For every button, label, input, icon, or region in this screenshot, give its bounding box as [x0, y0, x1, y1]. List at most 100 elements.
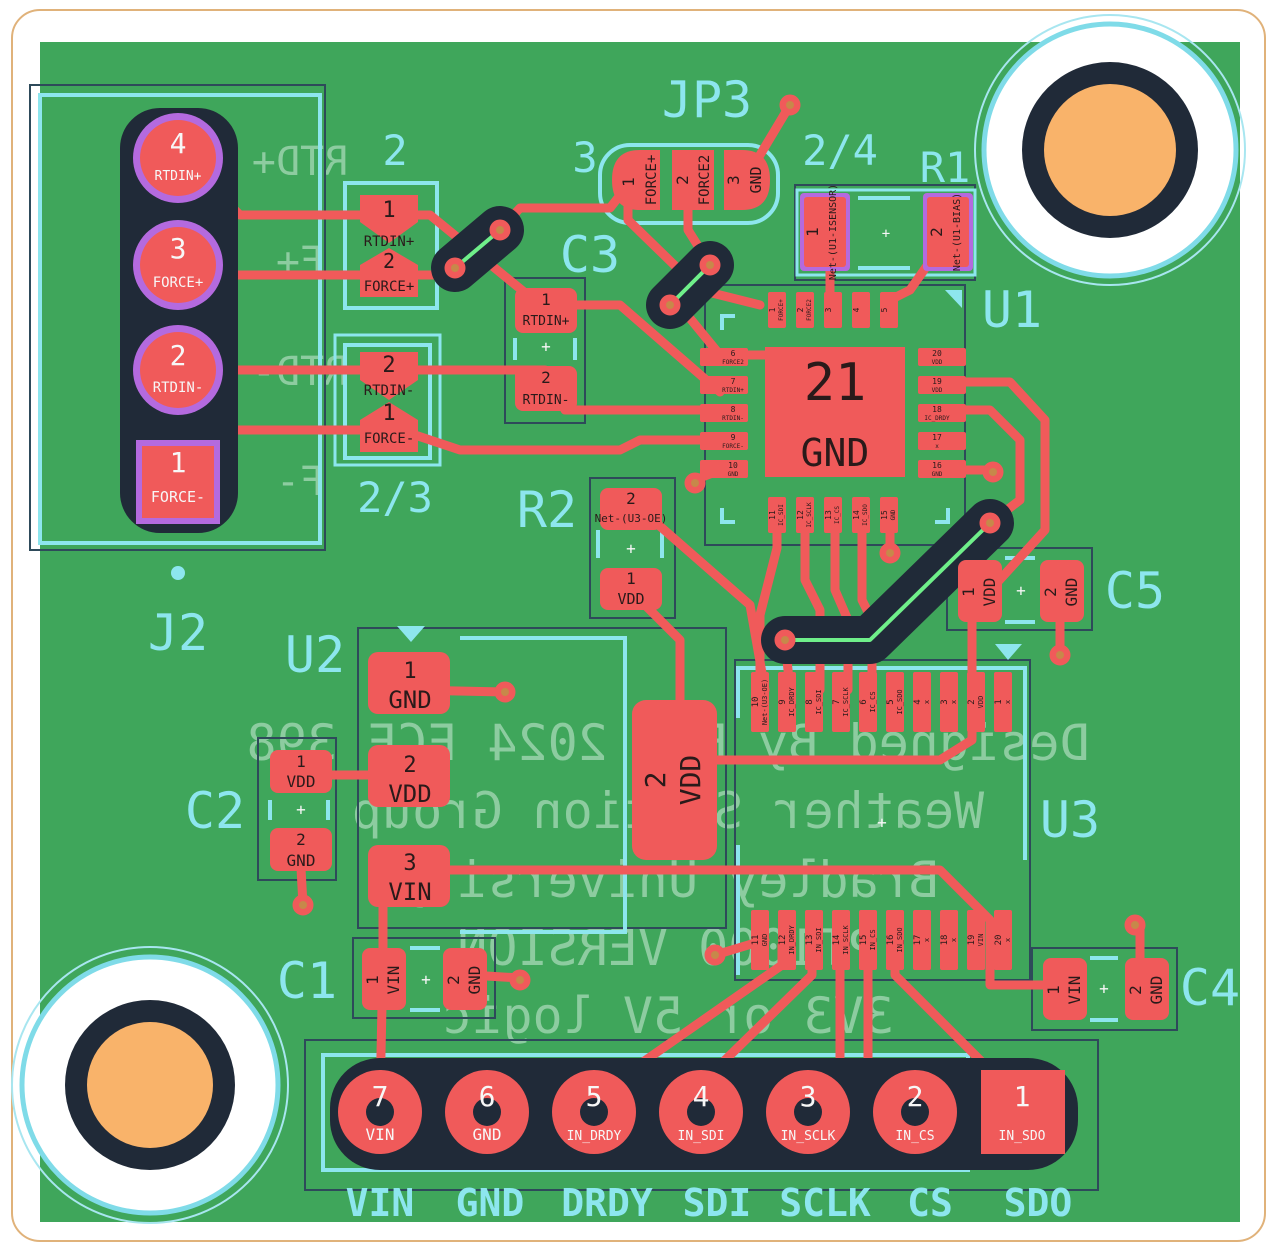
- svg-text:12: 12: [778, 935, 788, 946]
- j2-pin-2[interactable]: 2 RTDIN-: [133, 325, 223, 415]
- u2-pad-2[interactable]: 2 VDD: [368, 745, 450, 808]
- j2-pin-3[interactable]: 3 FORCE+: [133, 220, 223, 310]
- u2-tab-pad[interactable]: 2 VDD: [632, 700, 717, 860]
- u2-pad-3[interactable]: 3 VIN: [368, 845, 450, 907]
- r1-pad-1[interactable]: 1 Net-(U1-ISENSOR): [800, 184, 850, 280]
- c5-pad-1[interactable]: 1 VDD: [958, 560, 1002, 622]
- c5-capacitor: 1 VDD 2 GND +: [958, 560, 1084, 622]
- c2-pad-1[interactable]: 1 VDD: [270, 750, 332, 793]
- header-pin-4[interactable]: 4IN_SDI: [659, 1070, 743, 1154]
- j2-pin-1[interactable]: 1 FORCE-: [136, 440, 220, 524]
- c4-pad-2[interactable]: 2 GND: [1125, 958, 1169, 1020]
- u1-pin-right-3[interactable]: 17x: [918, 432, 966, 450]
- svg-text:IN_SDI: IN_SDI: [678, 1129, 725, 1144]
- u1-pin-top-3[interactable]: 4: [852, 292, 870, 328]
- c2-pad-2[interactable]: 2 GND: [270, 828, 332, 871]
- u1-exposed-pad[interactable]: 21 GND: [765, 347, 905, 477]
- svg-text:2: 2: [626, 489, 636, 508]
- ref-c5: C5: [1105, 562, 1165, 620]
- r2-pad-1[interactable]: 1 VDD: [600, 568, 662, 610]
- svg-text:2: 2: [796, 307, 805, 312]
- silk-line-5: 3V3 or 5V logic: [442, 987, 894, 1045]
- jp1-pad-2[interactable]: 2 FORCE+: [360, 248, 418, 297]
- u1-pin-top-4[interactable]: 5: [880, 292, 898, 328]
- header-pin-1[interactable]: 1IN_SDO: [981, 1070, 1065, 1154]
- jp3-pad-3[interactable]: 3 GND: [724, 150, 770, 210]
- svg-text:F-: F-: [276, 459, 324, 505]
- c3-pad-2[interactable]: 2 RTDIN-: [515, 366, 577, 411]
- svg-text:GND: GND: [1147, 976, 1166, 1005]
- header-label-sclk: SCLK: [779, 1181, 871, 1225]
- j2-pin-4[interactable]: 4 RTDIN+: [133, 113, 223, 203]
- svg-text:FORCE+: FORCE+: [364, 279, 415, 295]
- svg-text:FORCE2: FORCE2: [722, 359, 744, 366]
- c5-pad-2[interactable]: 2 GND: [1040, 560, 1084, 622]
- svg-text:FORCE+: FORCE+: [644, 155, 660, 206]
- jp3-pad-2[interactable]: 2 FORCE2: [672, 150, 714, 210]
- c1-pad-2[interactable]: 2 GND: [443, 948, 487, 1010]
- u2-pad-1[interactable]: 1 GND: [368, 652, 450, 714]
- svg-text:RTDIN-: RTDIN-: [364, 383, 415, 399]
- c3-capacitor: 1 RTDIN+ 2 RTDIN- +: [515, 288, 577, 411]
- r1-pad-2[interactable]: 2 Net-(U1-BIAS): [923, 193, 973, 271]
- jp2-pad-1[interactable]: 1 FORCE-: [360, 401, 418, 452]
- svg-text:Net-(U1-BIAS): Net-(U1-BIAS): [952, 193, 963, 271]
- svg-text:3: 3: [824, 307, 833, 312]
- u1-pin-top-2[interactable]: 3: [824, 292, 842, 328]
- c3-pad-1[interactable]: 1 RTDIN+: [515, 288, 577, 333]
- r2-pad-2[interactable]: 2 Net-(U3-OE): [595, 488, 668, 530]
- svg-text:IC_DRDY: IC_DRDY: [924, 415, 950, 422]
- svg-text:GND: GND: [473, 1125, 502, 1144]
- jp3-pad-1[interactable]: 1 FORCE+: [612, 150, 660, 210]
- header-pin-2[interactable]: 2IN_CS: [873, 1070, 957, 1154]
- svg-text:RTDIN+: RTDIN+: [155, 169, 202, 184]
- svg-text:7: 7: [832, 699, 842, 704]
- jp2-pad-2[interactable]: 2 RTDIN-: [360, 352, 418, 400]
- c1-pad-1[interactable]: 1 VIN: [362, 948, 406, 1010]
- header-pin-3[interactable]: 3IN_SCLK: [766, 1070, 850, 1154]
- header-pin-5[interactable]: 5IN_DRDY: [552, 1070, 636, 1154]
- svg-text:RTDIN+: RTDIN+: [523, 314, 570, 329]
- c4-pad-1[interactable]: 1 VIN: [1043, 958, 1087, 1020]
- jp1-pad-1[interactable]: 1 RTDIN+: [360, 195, 418, 250]
